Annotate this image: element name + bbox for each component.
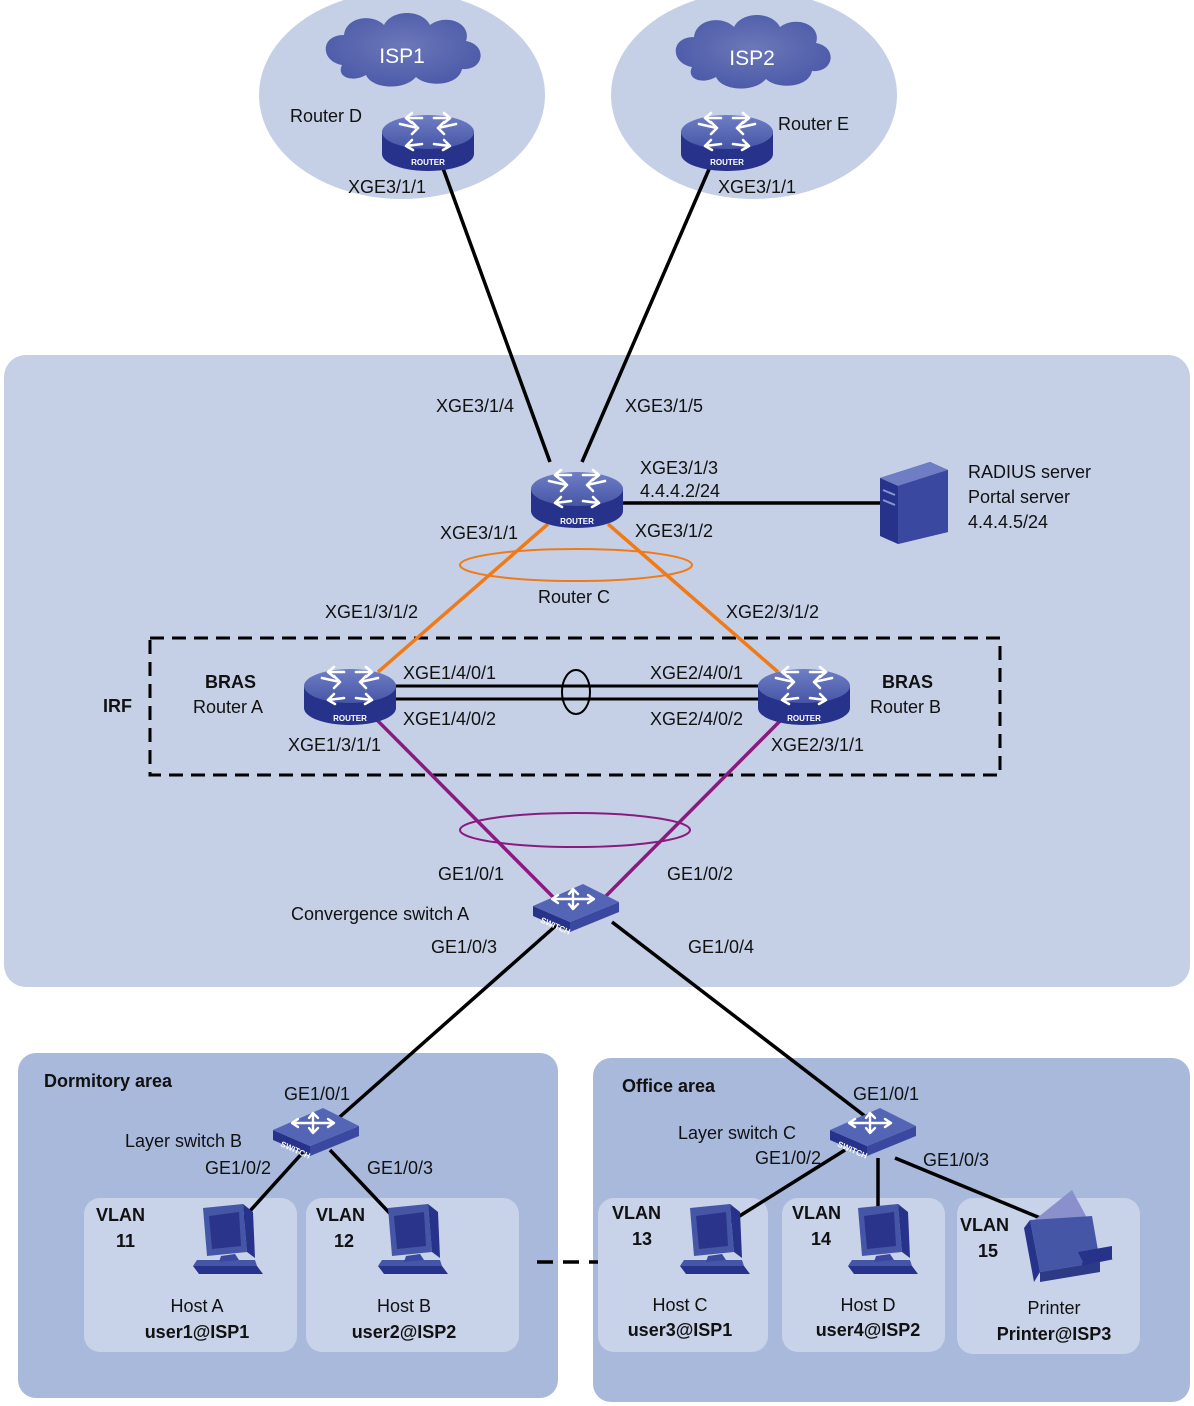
link-switcha-switchc (610, 920, 872, 1122)
router-a-name: Router A (193, 697, 263, 717)
aggregation-ring-upper (459, 548, 693, 582)
router-badge: ROUTER (411, 158, 445, 167)
host-d-name: Host D (840, 1295, 895, 1315)
switch-b-name: Layer switch B (125, 1131, 242, 1151)
switch-c-port1: GE1/0/1 (853, 1084, 919, 1104)
vlan-13-title: VLAN (612, 1203, 661, 1223)
server-line2: Portal server (968, 487, 1070, 507)
vlan-12-title: VLAN (316, 1205, 365, 1225)
aggregation-ring-lower (459, 812, 691, 848)
router-b-name: Router B (870, 697, 941, 717)
router-b-irf-port1: XGE2/4/0/1 (650, 663, 743, 683)
router-c-name: Router C (538, 587, 610, 607)
host-d-user: user4@ISP2 (816, 1320, 921, 1340)
router-c-port-a: XGE3/1/1 (440, 523, 518, 543)
router-d-port: XGE3/1/1 (348, 177, 426, 197)
printer-user: Printer@ISP3 (997, 1324, 1112, 1344)
irf-aggregation-ring (561, 669, 591, 715)
host-b-name: Host B (377, 1296, 431, 1316)
router-a-irf-port2: XGE1/4/0/2 (403, 709, 496, 729)
router-c-port-isp1: XGE3/1/4 (436, 396, 514, 416)
router-b-down-port: XGE2/3/1/1 (771, 735, 864, 755)
link-switchc-hostc (729, 1148, 846, 1224)
vlan-11-title: VLAN (96, 1205, 145, 1225)
server-icon[interactable] (880, 462, 948, 544)
dormitory-area-title: Dormitory area (44, 1071, 173, 1091)
host-a-user: user1@ISP1 (145, 1322, 250, 1342)
switch-a-port3: GE1/0/3 (431, 937, 497, 957)
router-a-irf-port1: XGE1/4/0/1 (403, 663, 496, 683)
router-badge: ROUTER (710, 158, 744, 167)
host-c-user: user3@ISP1 (628, 1320, 733, 1340)
office-area-title: Office area (622, 1076, 716, 1096)
host-a-name: Host A (170, 1296, 223, 1316)
vlan-12-id: 12 (334, 1231, 354, 1251)
switch-c-port3: GE1/0/3 (923, 1150, 989, 1170)
vlan-14-id: 14 (811, 1229, 831, 1249)
link-routera-switcha (370, 713, 564, 908)
link-routerd-routerc (438, 159, 552, 463)
router-e-port: XGE3/1/1 (718, 177, 796, 197)
link-routere-routerc (580, 159, 715, 463)
printer-name: Printer (1027, 1298, 1080, 1318)
irf-boundary (148, 636, 1002, 777)
server-ip: 4.4.4.5/24 (968, 512, 1048, 532)
router-b-role: BRAS (882, 672, 933, 692)
switch-c-port2: GE1/0/2 (755, 1148, 821, 1168)
link-routerc-routerb (606, 522, 780, 674)
isp1-label: ISP1 (379, 45, 425, 68)
switch-b-port3: GE1/0/3 (367, 1158, 433, 1178)
vlan-12-panel (306, 1198, 519, 1352)
link-switchc-printer (894, 1156, 1051, 1224)
router-a-role: BRAS (205, 672, 256, 692)
vlan-13-id: 13 (632, 1229, 652, 1249)
vlan-11-id: 11 (116, 1231, 135, 1251)
router-e-name: Router E (778, 114, 849, 134)
link-switchb-hosta (238, 1148, 307, 1224)
link-switchb-hostb (328, 1148, 400, 1224)
switch-a-port4: GE1/0/4 (688, 937, 754, 957)
router-badge: ROUTER (560, 517, 594, 526)
router-c-port-isp2: XGE3/1/5 (625, 396, 703, 416)
printer-icon[interactable] (1024, 1190, 1113, 1282)
router-badge: ROUTER (333, 714, 367, 723)
vlan-14-title: VLAN (792, 1203, 841, 1223)
link-routerc-routera (376, 522, 550, 674)
router-c-ip: 4.4.4.2/24 (640, 481, 720, 501)
switch-a-port1: GE1/0/1 (438, 864, 504, 884)
router-d-name: Router D (290, 106, 362, 126)
switch-a-name: Convergence switch A (291, 904, 469, 924)
router-a-up-port: XGE1/3/1/2 (325, 602, 418, 622)
switch-b-port2: GE1/0/2 (205, 1158, 271, 1178)
isp2-label: ISP2 (729, 47, 775, 70)
router-a-down-port: XGE1/3/1/1 (288, 735, 381, 755)
router-c-port-server: XGE3/1/3 (640, 458, 718, 478)
vlan-15-id: 15 (978, 1241, 998, 1261)
router-badge: ROUTER (787, 714, 821, 723)
router-c-port-b: XGE3/1/2 (635, 521, 713, 541)
vlan-15-title: VLAN (960, 1215, 1009, 1235)
cloud-icon (675, 15, 831, 89)
switch-c-name: Layer switch C (678, 1123, 796, 1143)
link-switcha-switchb (323, 920, 562, 1132)
cloud-icon (325, 13, 481, 87)
host-b-user: user2@ISP2 (352, 1322, 457, 1342)
switch-b-port1: GE1/0/1 (284, 1084, 350, 1104)
server-line1: RADIUS server (968, 462, 1091, 482)
router-b-up-port: XGE2/3/1/2 (726, 602, 819, 622)
switch-a-port2: GE1/0/2 (667, 864, 733, 884)
router-b-irf-port2: XGE2/4/0/2 (650, 709, 743, 729)
link-routerb-switcha (594, 713, 788, 908)
host-c-name: Host C (652, 1295, 707, 1315)
irf-label: IRF (103, 696, 132, 716)
